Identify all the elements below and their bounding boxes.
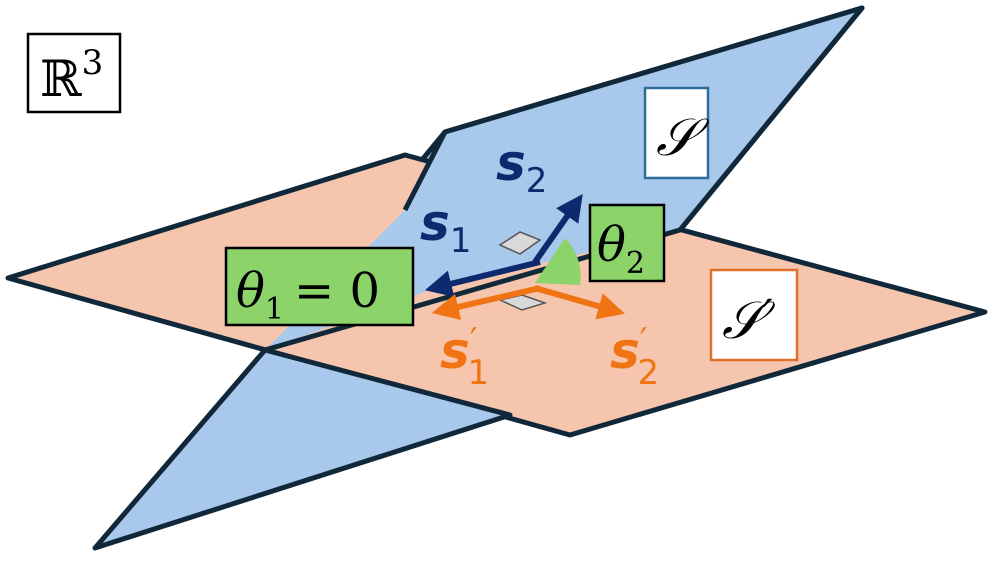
vector-s1-arrow: [424, 259, 541, 297]
plane-S-prime-label: 𝒮′: [722, 289, 776, 351]
right-angle-marker-upper: [498, 231, 542, 255]
theta2-label: θ2: [597, 217, 645, 281]
space-label: ℝ3: [40, 43, 103, 108]
vector-s2-label: s2: [496, 134, 547, 201]
vector-s2-prime-arrow: [534, 285, 625, 320]
vector-s2-prime-label: s′2: [610, 321, 659, 393]
vector-s1-prime-label: s′1: [440, 321, 489, 393]
vector-s1-prime-arrow: [431, 285, 541, 321]
vector-s1-label: s1: [420, 194, 471, 261]
plane-S-front: [92, 347, 513, 551]
vector-s2-arrow: [532, 193, 583, 264]
theta2-label-box: [588, 203, 666, 283]
plane-S-label-box: [643, 86, 710, 180]
plane-S-upper-edge: [402, 5, 865, 232]
theta1-label: θ1= 0: [236, 263, 380, 327]
theta2-wedge: [535, 238, 581, 285]
plane-S-prime-label-box: [709, 268, 799, 362]
theta1-label-box: [224, 246, 415, 327]
space-label-box: [26, 32, 122, 114]
